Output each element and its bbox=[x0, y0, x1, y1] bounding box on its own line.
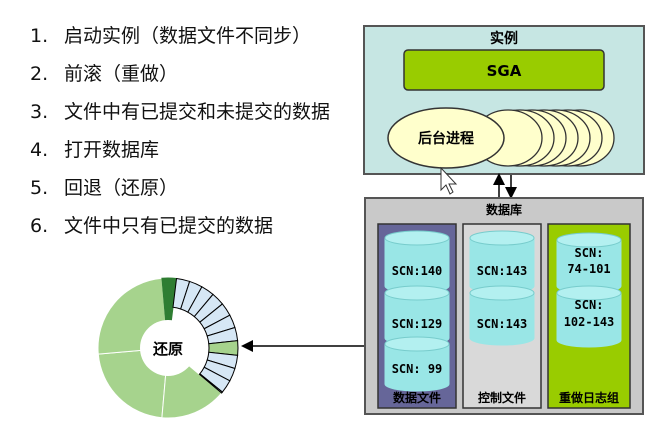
mouse-cursor-icon bbox=[440, 166, 458, 195]
svg-text:SCN:: SCN: bbox=[575, 246, 604, 260]
step-item: 1.启动实例（数据文件不同步） bbox=[30, 25, 312, 47]
sga-box: SGA bbox=[403, 49, 605, 91]
redolog-cylinder: SCN: 102-143 bbox=[556, 285, 622, 348]
controlfile-cylinder: SCN:143 bbox=[469, 230, 535, 294]
controlfile-cylinder: SCN:143 bbox=[469, 285, 535, 346]
step-item: 5.回退（还原） bbox=[30, 177, 179, 199]
undo-ring-center bbox=[140, 320, 196, 376]
redolog-cylinder: SCN: 74-101 bbox=[556, 232, 622, 294]
step-item: 6.文件中只有已提交的数据 bbox=[30, 215, 274, 237]
undo-ring-segment bbox=[198, 373, 224, 394]
background-processes-label: 后台进程 bbox=[418, 130, 474, 147]
background-processes: 后台进程 bbox=[387, 107, 615, 169]
svg-text:74-101: 74-101 bbox=[567, 262, 610, 276]
step-item: 2.前滚（重做） bbox=[30, 63, 179, 85]
undo-ring bbox=[97, 277, 239, 419]
instance-title: 实例 bbox=[490, 30, 518, 47]
sga-label: SGA bbox=[487, 62, 522, 80]
svg-text:SCN:143: SCN:143 bbox=[477, 264, 528, 278]
datafiles-label: 数据文件 bbox=[393, 390, 441, 405]
instance-box: 实例 SGA 后台进程 bbox=[363, 25, 645, 175]
database-title: 数据库 bbox=[486, 202, 522, 217]
svg-text:SCN: 99: SCN: 99 bbox=[392, 362, 443, 376]
svg-text:SCN:129: SCN:129 bbox=[392, 317, 443, 331]
datafile-cylinder: SCN:129 bbox=[384, 285, 450, 346]
database-box: 数据库 SCN:140 SCN:129 SCN: 99 数据文件 bbox=[364, 197, 644, 415]
svg-text:SCN:143: SCN:143 bbox=[477, 317, 528, 331]
redologs-panel: SCN: 74-101 SCN: 102-143 重做日志组 bbox=[547, 223, 631, 409]
recovery-steps-list: 1.启动实例（数据文件不同步） 2.前滚（重做） 3.文件中有已提交和未提交的数… bbox=[30, 22, 360, 250]
datafiles-panel: SCN:140 SCN:129 SCN: 99 数据文件 bbox=[377, 223, 457, 409]
instance-database-arrows bbox=[493, 173, 517, 199]
svg-text:SCN:140: SCN:140 bbox=[392, 264, 443, 278]
datafile-cylinder: SCN:140 bbox=[384, 230, 450, 294]
controlfiles-panel: SCN:143 SCN:143 控制文件 bbox=[462, 223, 542, 409]
undo-label: 还原 bbox=[152, 340, 183, 358]
step-item: 3.文件中有已提交和未提交的数据 bbox=[30, 101, 331, 123]
redologs-label: 重做日志组 bbox=[559, 390, 619, 405]
svg-text:SCN:: SCN: bbox=[575, 298, 604, 312]
svg-text:102-143: 102-143 bbox=[564, 315, 615, 329]
step-item: 4.打开数据库 bbox=[30, 139, 160, 161]
controlfiles-label: 控制文件 bbox=[478, 390, 526, 405]
datafile-cylinder: SCN: 99 bbox=[384, 336, 450, 392]
